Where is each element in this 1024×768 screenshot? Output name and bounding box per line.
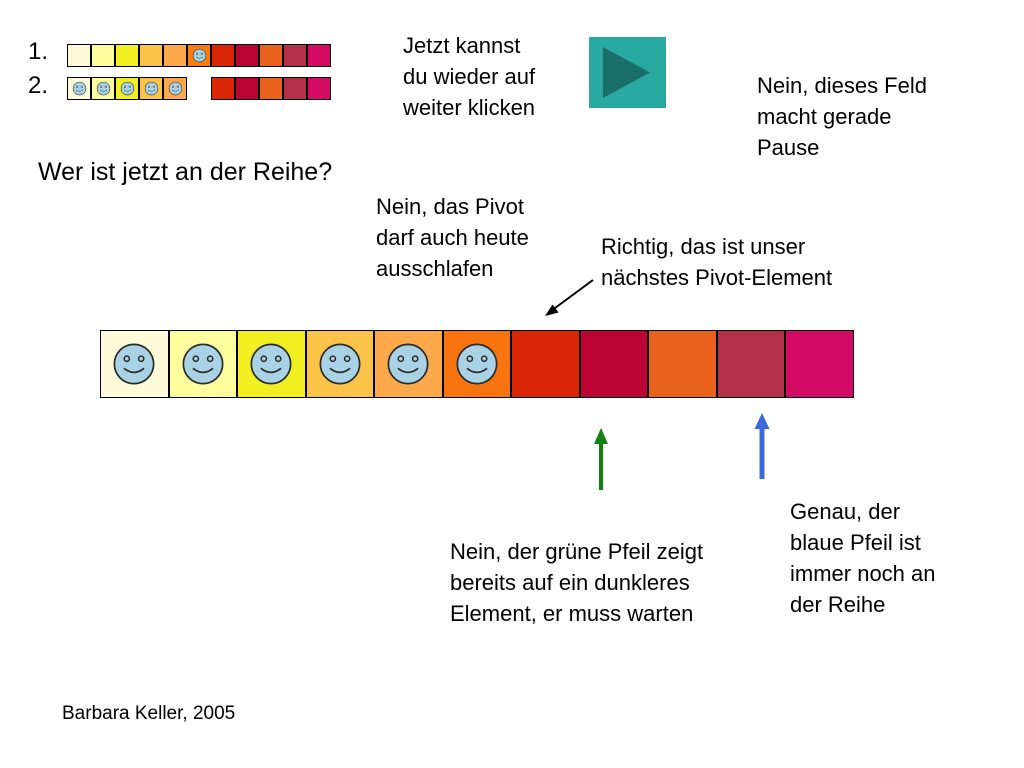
array-cell[interactable]	[442, 330, 512, 398]
array-cell	[115, 44, 139, 67]
array-cell[interactable]	[305, 330, 375, 398]
blue-arrow-feedback-text: Genau, der blaue Pfeil ist immer noch an…	[790, 499, 936, 617]
black-arrow-icon	[545, 279, 594, 316]
array-cell[interactable]	[237, 330, 306, 398]
smiley-icon	[72, 81, 86, 96]
blue-arrow-icon[interactable]	[751, 411, 773, 481]
array-cell	[139, 77, 163, 100]
array-cell	[187, 44, 211, 67]
continue-hint-text: Jetzt kannst du wieder auf weiter klicke…	[403, 33, 536, 120]
array-cell	[307, 44, 331, 67]
array-cell[interactable]	[100, 330, 169, 398]
smiley-icon	[387, 343, 429, 385]
array-cell	[259, 44, 283, 67]
smiley-icon	[120, 81, 134, 96]
pivot-sleep-feedback-text: Nein, das Pivot darf auch heute ausschla…	[376, 194, 529, 281]
smiley-icon	[192, 48, 206, 63]
smiley-icon	[96, 81, 110, 96]
smiley-icon	[113, 343, 155, 385]
array-cell	[91, 77, 115, 100]
mini-row-2	[67, 77, 331, 100]
smiley-icon	[144, 81, 158, 96]
array-cell[interactable]	[374, 330, 443, 398]
credit-text: Barbara Keller, 2005	[62, 703, 236, 724]
array-cell	[139, 44, 163, 67]
array-cell[interactable]	[785, 330, 855, 398]
array-cell	[163, 44, 187, 67]
array-cell[interactable]	[168, 330, 238, 398]
smiley-icon	[250, 343, 292, 385]
array-cell	[163, 77, 187, 100]
page-title: Wer ist jetzt an der Reihe?	[38, 158, 333, 186]
smiley-icon	[456, 343, 498, 385]
array-cell	[235, 77, 259, 100]
smiley-icon	[168, 81, 182, 96]
array-gap	[187, 77, 211, 100]
array-cell	[307, 77, 331, 100]
array-cell	[259, 77, 283, 100]
array-cell[interactable]	[511, 330, 580, 398]
play-button[interactable]	[589, 37, 666, 108]
array-cell	[211, 44, 235, 67]
array-cell[interactable]	[648, 330, 717, 398]
array-cell[interactable]	[579, 330, 649, 398]
array-cell	[115, 77, 139, 100]
pause-feedback-text: Nein, dieses Feld macht gerade Pause	[757, 73, 927, 160]
array-cell	[67, 77, 91, 100]
play-icon	[603, 47, 650, 98]
mini-row-2-label: 2.	[28, 72, 49, 99]
array-cell	[283, 44, 307, 67]
array-cell	[91, 44, 115, 67]
array-cell	[283, 77, 307, 100]
main-array-row	[100, 330, 855, 398]
green-arrow-feedback-text: Nein, der grüne Pfeil zeigt bereits auf …	[450, 539, 704, 626]
mini-row-1-label: 1.	[28, 38, 49, 65]
pivot-correct-feedback-text: Richtig, das ist unser nächstes Pivot-El…	[601, 234, 833, 290]
array-cell[interactable]	[716, 330, 786, 398]
array-cell	[67, 44, 91, 67]
smiley-icon	[182, 343, 224, 385]
array-cell	[211, 77, 235, 100]
array-cell	[235, 44, 259, 67]
green-arrow-icon[interactable]	[590, 426, 612, 492]
smiley-icon	[319, 343, 361, 385]
mini-row-1	[67, 44, 331, 67]
